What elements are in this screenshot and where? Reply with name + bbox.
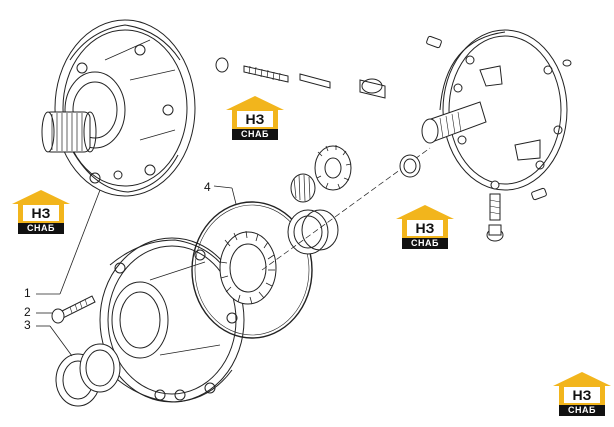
lower-pump-housing [99,237,245,403]
bearing-ring [287,209,339,255]
pin-right [531,187,547,201]
needle-bearing [290,173,316,203]
seal-rings [55,343,121,407]
pin-top [426,35,442,49]
logo-sub: СНАБ [18,223,64,234]
logo-mark: НЗ [23,205,59,221]
o-ring [191,201,313,339]
logo-sub: СНАБ [402,238,448,249]
check-valve [486,180,504,242]
watermark-logo-4: НЗ СНАБ [553,372,611,418]
logo-sub: СНАБ [559,405,605,416]
logo-mark: НЗ [237,111,273,127]
upper-pump-housing [41,19,196,197]
watermark-logo-3: НЗ СНАБ [396,205,454,251]
callout-4: 4 [204,180,211,194]
bolt [51,295,96,324]
callout-3: 3 [24,318,31,332]
logo-mark: НЗ [407,220,443,236]
valve-spring [215,57,386,99]
watermark-logo-1: НЗ СНАБ [226,96,284,142]
callout-1: 1 [24,286,31,300]
leader-lines [36,185,237,357]
logo-sub: СНАБ [232,129,278,140]
inner-gear [219,230,277,305]
stator-shaft-assembly [399,29,568,191]
logo-mark: НЗ [564,387,600,403]
small-ball [562,59,572,67]
spur-gear [314,145,352,191]
watermark-logo-2: НЗ СНАБ [12,190,70,236]
callout-2: 2 [24,305,31,319]
